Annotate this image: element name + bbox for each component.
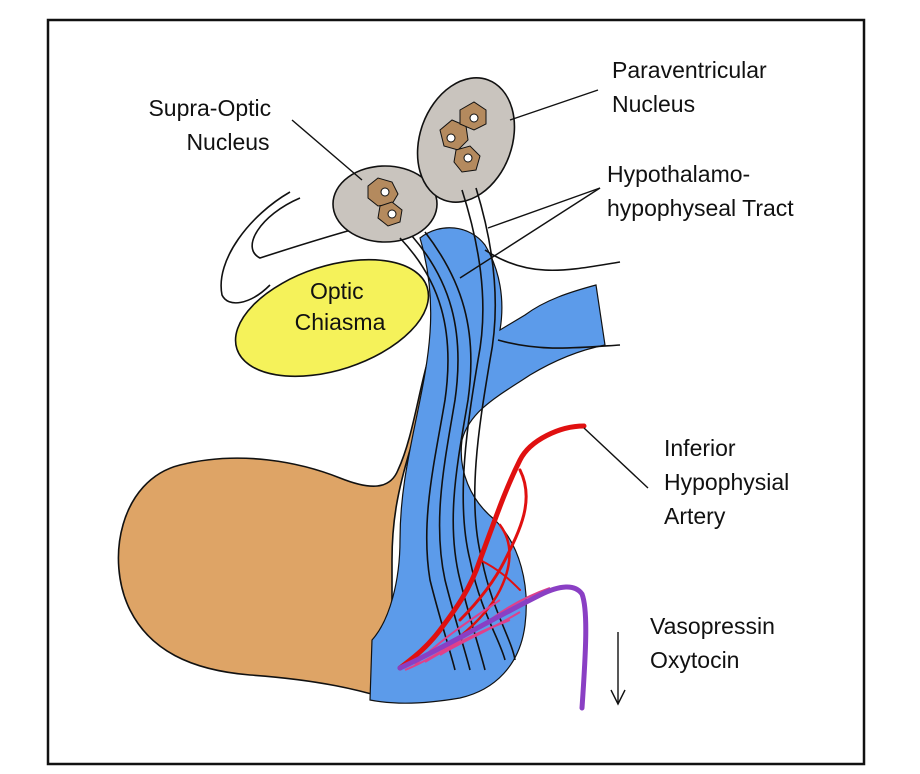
supra-optic-nucleus (332, 165, 438, 243)
down-arrow-icon (610, 632, 626, 706)
label-artery-line2: Hypophysial (664, 469, 789, 495)
label-artery-line1: Inferior (664, 435, 736, 461)
label-hormones: Vasopressin Oxytocin (650, 613, 781, 673)
leader-artery (583, 427, 649, 489)
hypophysial-vein (397, 584, 589, 711)
vessel-lower-outline (497, 339, 621, 349)
label-supra-optic-line1: Supra-Optic (148, 95, 271, 121)
paraventricular-nucleus (416, 77, 516, 203)
label-optic-chiasma: Optic Chiasma (295, 278, 386, 335)
infundibulum-recess-outline (220, 191, 291, 304)
label-paraventricular-line1: Paraventricular (612, 57, 767, 83)
label-artery-line3: Artery (664, 503, 726, 529)
label-optic-chiasma-line1: Optic (310, 278, 364, 304)
label-tract: Hypothalamo- hypophyseal Tract (607, 161, 794, 221)
label-paraventricular: Paraventricular Nucleus (612, 57, 773, 117)
label-artery: Inferior Hypophysial Artery (664, 435, 796, 529)
label-supra-optic: Supra-Optic Nucleus (148, 95, 277, 155)
label-supra-optic-line2: Nucleus (186, 129, 269, 155)
label-optic-chiasma-line2: Chiasma (295, 309, 386, 335)
label-hormones-line2: Oxytocin (650, 647, 739, 673)
label-hormones-line1: Vasopressin (650, 613, 775, 639)
leader-paraventricular (509, 89, 599, 121)
leader-tract-1 (487, 187, 601, 229)
leader-tract-2 (459, 187, 601, 279)
label-paraventricular-line2: Nucleus (612, 91, 695, 117)
label-tract-line2: hypophyseal Tract (607, 195, 794, 221)
label-tract-line1: Hypothalamo- (607, 161, 750, 187)
anterior-pituitary (117, 261, 459, 702)
leader-supra-optic (291, 119, 363, 181)
optic-chiasma (234, 258, 430, 378)
vessel-upper-outline (484, 249, 621, 272)
